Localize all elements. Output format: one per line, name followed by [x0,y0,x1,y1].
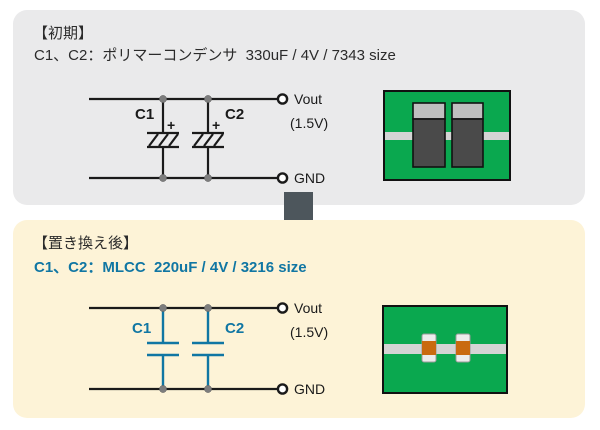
vout-label: Vout [294,300,322,316]
pcb-trace [385,132,509,140]
replaced-heading: 【置き換え後】 [33,235,139,252]
gnd-terminal [276,383,289,395]
vout-terminal [276,93,289,105]
gnd-terminal [276,172,289,184]
vout-label: Vout [294,91,322,107]
mlcc-chip-2 [455,333,471,363]
cap1-label: C1 [135,106,154,123]
junction-dot [204,385,212,393]
junction-dot [159,95,167,103]
replaced-spec-line: C1、C2：MLCC 220uF / 4V / 3216 size [34,259,307,276]
polymer-cap-1 [412,102,446,168]
initial-circuit-schematic: C1 + C2 + Vout (1.5V) GND [89,91,328,186]
gnd-label: GND [294,381,325,397]
initial-heading: 【初期】 [33,25,94,42]
cap1-label: C1 [132,320,151,337]
replaced-pcb-image [382,305,508,394]
pcb-trace [384,344,506,354]
gnd-label: GND [294,170,325,186]
cap2-hatched-plate [192,133,224,149]
mlcc-cap2-symbol [192,308,224,389]
junction-dot [204,95,212,103]
vout-voltage-label: (1.5V) [290,324,328,340]
replaced-panel: 【置き換え後】 C1、C2：MLCC 220uF / 4V / 3216 siz… [13,220,585,418]
polymer-cap-2 [451,102,484,168]
junction-dot [159,385,167,393]
junction-dot [204,174,212,182]
cap1-plus-sign: + [167,117,175,133]
junction-dot [159,174,167,182]
vout-voltage-label: (1.5V) [290,115,328,131]
replaced-circuit-schematic: C1 C2 Vout (1.5V) GND [89,300,328,397]
initial-pcb-image [383,90,511,181]
junction-dot [159,304,167,312]
mlcc-chip-1 [421,333,437,363]
vout-terminal [276,302,289,314]
junction-dot [204,304,212,312]
initial-panel: 【初期】 C1、C2：ポリマーコンデンサ 330uF / 4V / 7343 s… [13,10,585,205]
initial-spec-line: C1、C2：ポリマーコンデンサ 330uF / 4V / 7343 size [34,47,396,64]
cap1-hatched-plate [147,133,179,149]
cap2-label: C2 [225,106,244,123]
cap2-plus-sign: + [212,117,220,133]
cap2-label: C2 [225,320,244,337]
mlcc-cap1-symbol [147,308,179,389]
